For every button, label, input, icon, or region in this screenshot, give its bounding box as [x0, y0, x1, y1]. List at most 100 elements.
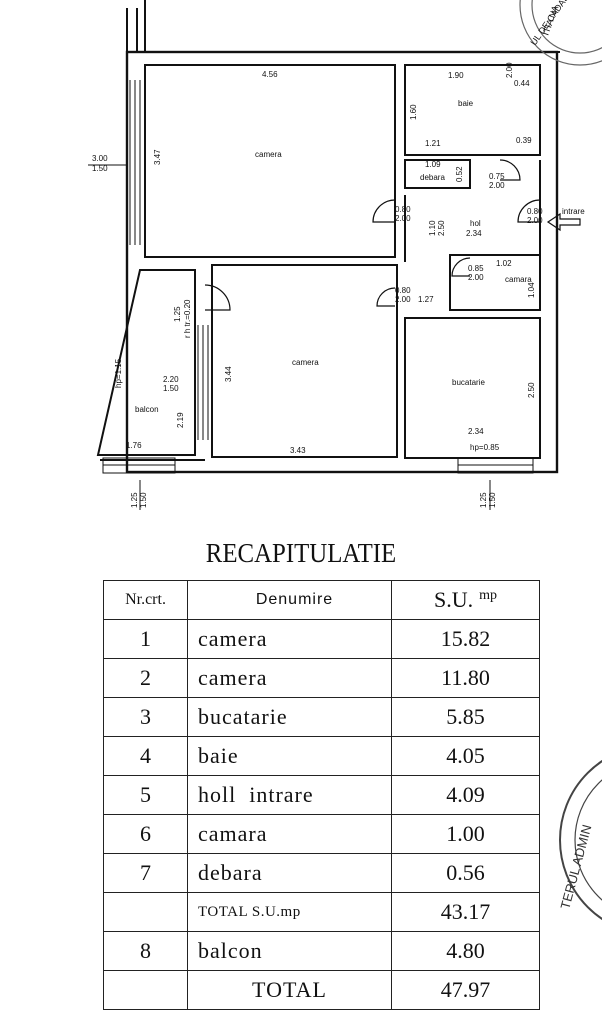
dim-label: 2.50 — [527, 382, 536, 398]
row-name: holl intrare — [187, 775, 392, 815]
row-su: 11.80 — [391, 658, 540, 698]
dim-label: 1.60 — [409, 104, 418, 120]
entry-label: intrare — [562, 207, 585, 216]
dim-label: 2.20 — [163, 375, 179, 384]
row-nr-empty — [103, 892, 188, 932]
row-nr-empty — [103, 970, 188, 1010]
dim-label: 2.00 — [505, 62, 514, 78]
header-nr: Nr.crt. — [103, 580, 188, 620]
row-nr: 5 — [103, 775, 188, 815]
room-label-balcon: balcon — [135, 405, 159, 414]
row-nr: 3 — [103, 697, 188, 737]
row-nr: 6 — [103, 814, 188, 854]
room-label-debara: debara — [420, 173, 445, 182]
room-label-camara: camara — [505, 275, 532, 284]
dim-label: 1.09 — [425, 160, 441, 169]
room-label-camera-2: camera — [292, 358, 319, 367]
dim-label: 2.34 — [468, 427, 484, 436]
total-su-label: TOTAL S.U.mp — [187, 892, 392, 932]
stamp-right: TERUL ADMIN — [557, 759, 602, 921]
row-name: camera — [187, 619, 392, 659]
row-su: 4.05 — [391, 736, 540, 776]
dim-label: 1.50 — [139, 492, 148, 508]
row-su: 4.80 — [391, 931, 540, 971]
row-nr: 1 — [103, 619, 188, 659]
row-name: camera — [187, 658, 392, 698]
row-name: camara — [187, 814, 392, 854]
dim-label: 2.00 — [527, 216, 543, 225]
dim-label: 1.21 — [425, 139, 441, 148]
dimension-labels: 4.56 3.47 3.00 1.50 1.90 2.00 0.44 1.60 … — [92, 62, 543, 508]
dim-label: 2.00 — [489, 181, 505, 190]
dim-label: hp=0.85 — [470, 443, 500, 452]
header-su: S.U.mp — [391, 580, 540, 620]
dim-label: 0.80 — [395, 286, 411, 295]
total-label: TOTAL — [187, 970, 392, 1010]
dim-label: 0.80 — [395, 205, 411, 214]
row-nr: 2 — [103, 658, 188, 698]
dim-label: 2.34 — [466, 229, 482, 238]
header-unit: mp — [479, 587, 497, 603]
dim-label: 1.10 — [428, 220, 437, 236]
room-label-baie: baie — [458, 99, 474, 108]
dim-label: 2.19 — [176, 412, 185, 428]
row-nr: 4 — [103, 736, 188, 776]
total-su-value: 43.17 — [391, 892, 540, 932]
dim-label: 0.39 — [516, 136, 532, 145]
dim-label: 2.00 — [395, 295, 411, 304]
recap-title: RECAPITULATIE — [205, 538, 397, 568]
dim-label: 0.80 — [527, 207, 543, 216]
dim-label: 4.56 — [262, 70, 278, 79]
dim-label: 1.02 — [496, 259, 512, 268]
floor-plan: ITIA NA UL DE CADAS camera camera baie d… — [88, 0, 602, 510]
row-name: debara — [187, 853, 392, 893]
row-name: baie — [187, 736, 392, 776]
row-su: 5.85 — [391, 697, 540, 737]
dim-label: 0.85 — [468, 264, 484, 273]
dim-label: 1.90 — [448, 71, 464, 80]
total-value: 47.97 — [391, 970, 540, 1010]
dim-label: 3.43 — [290, 446, 306, 455]
table-header-row: Nr.crt. Denumire S.U.mp — [103, 580, 540, 620]
dim-label: 2.00 — [395, 214, 411, 223]
room-label-hol: hol — [470, 219, 481, 228]
dim-label: 1.27 — [418, 295, 434, 304]
dim-label: 1.25 — [479, 492, 488, 508]
row-name: balcon — [187, 931, 392, 971]
row-name: bucatarie — [187, 697, 392, 737]
header-name: Denumire — [187, 580, 392, 620]
row-nr: 8 — [103, 931, 188, 971]
row-su: 0.56 — [391, 853, 540, 893]
dim-label: 1.50 — [92, 164, 108, 173]
dim-label: 0.52 — [455, 166, 464, 182]
dim-label: 0.44 — [514, 79, 530, 88]
dim-label: 3.44 — [224, 366, 233, 382]
room-label-bucatarie: bucatarie — [452, 378, 485, 387]
row-su: 4.09 — [391, 775, 540, 815]
dim-label: r h tr.=0.20 — [183, 299, 192, 338]
dim-label: 1.50 — [488, 492, 497, 508]
dim-label: 1.25 — [173, 306, 182, 322]
dim-label: 1.76 — [126, 441, 142, 450]
row-nr: 7 — [103, 853, 188, 893]
dim-label: 2.50 — [437, 220, 446, 236]
dim-label: 0.75 — [489, 172, 505, 181]
row-su: 1.00 — [391, 814, 540, 854]
dim-label: 3.00 — [92, 154, 108, 163]
dim-label: hp=1.15 — [114, 358, 123, 388]
room-label-camera-1: camera — [255, 150, 282, 159]
dim-label: 1.50 — [163, 384, 179, 393]
stamp-top-right — [519, 0, 602, 66]
dim-label: 2.00 — [468, 273, 484, 282]
